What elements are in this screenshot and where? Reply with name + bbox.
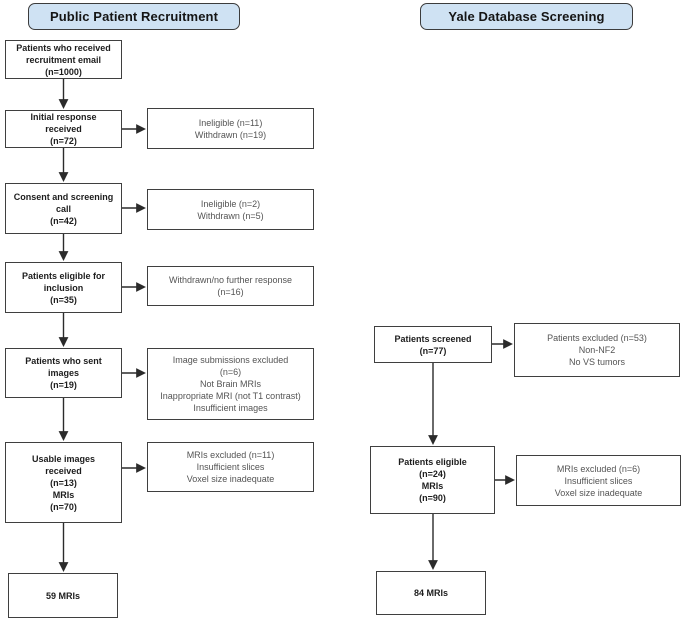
title-yale-database-screening: Yale Database Screening: [420, 3, 633, 30]
box-label: Usable images received (n=13) MRIs (n=70…: [31, 453, 96, 512]
box-sent-images: Patients who sent images (n=19): [5, 348, 122, 398]
box-label: Patients eligible (n=24) MRIs (n=90): [398, 457, 467, 503]
box-label: MRIs excluded (n=11) Insufficient slices…: [186, 450, 275, 484]
box-label: Consent and screening call (n=42): [13, 191, 114, 226]
box-label: MRIs excluded (n=6) Insufficient slices …: [554, 463, 643, 498]
title-label: Yale Database Screening: [448, 9, 605, 24]
box-label: Ineligible (n=11) Withdrawn (n=19): [194, 117, 267, 140]
box-label: Patients excluded (n=53) Non-NF2 No VS t…: [547, 333, 647, 367]
box-label: 59 MRIs: [45, 590, 80, 601]
side-box-withdrawn-no-response: Withdrawn/no further response (n=16): [147, 266, 314, 306]
box-usable-images: Usable images received (n=13) MRIs (n=70…: [5, 442, 122, 523]
box-patients-screened: Patients screened (n=77): [374, 326, 492, 363]
box-label: Initial response received (n=72): [30, 112, 97, 146]
box-label: Patients who received recruitment email …: [16, 42, 111, 77]
box-label: Patients screened (n=77): [394, 333, 472, 356]
box-final-59-mris: 59 MRIs: [8, 573, 118, 618]
side-box-ineligible-withdrawn-2: Ineligible (n=2) Withdrawn (n=5): [147, 189, 314, 230]
box-label: Patients who sent images (n=19): [25, 356, 102, 390]
side-box-mris-excluded-right: MRIs excluded (n=6) Insufficient slices …: [516, 455, 681, 506]
side-box-image-submissions-excluded: Image submissions excluded (n=6) Not Bra…: [147, 348, 314, 420]
side-box-ineligible-withdrawn-1: Ineligible (n=11) Withdrawn (n=19): [147, 108, 314, 149]
side-box-patients-excluded: Patients excluded (n=53) Non-NF2 No VS t…: [514, 323, 680, 377]
title-public-patient-recruitment: Public Patient Recruitment: [28, 3, 240, 30]
box-recruitment-email: Patients who received recruitment email …: [5, 40, 122, 79]
box-initial-response: Initial response received (n=72): [5, 110, 122, 148]
box-label: 84 MRIs: [413, 588, 448, 598]
box-label: Withdrawn/no further response (n=16): [168, 275, 293, 297]
title-label: Public Patient Recruitment: [49, 9, 219, 24]
box-consent-screening-call: Consent and screening call (n=42): [5, 183, 122, 234]
box-label: Patients eligible for inclusion (n=35): [21, 270, 106, 305]
side-box-mris-excluded-left: MRIs excluded (n=11) Insufficient slices…: [147, 442, 314, 492]
box-label: Ineligible (n=2) Withdrawn (n=5): [197, 198, 264, 221]
box-patients-eligible: Patients eligible (n=24) MRIs (n=90): [370, 446, 495, 514]
box-final-84-mris: 84 MRIs: [376, 571, 486, 615]
box-eligible-inclusion: Patients eligible for inclusion (n=35): [5, 262, 122, 313]
box-label: Image submissions excluded (n=6) Not Bra…: [160, 355, 301, 413]
